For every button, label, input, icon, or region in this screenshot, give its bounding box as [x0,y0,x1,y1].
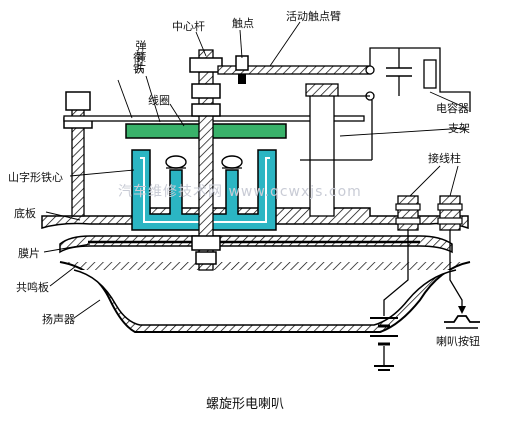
leader-lines [43,21,467,319]
contact [238,74,246,84]
label-armature: 衔铁 [132,52,145,74]
label-horn-button: 喇叭按钮 [436,334,480,348]
watermark: 汽车维修技术网 www.qcwxjs.com [118,183,362,200]
label-speaker: 扬声器 [42,312,75,326]
label-contact: 触点 [232,16,254,30]
label-capacitor: 电容器 [436,101,469,115]
label-bracket: 支架 [448,122,470,135]
label-base-plate: 底板 [14,206,36,220]
label-resonator: 共鸣板 [16,280,49,294]
label-core: 山字形铁心 [8,170,63,184]
capacitor-symbol [365,48,437,101]
label-terminal: 接线柱 [428,151,461,165]
figure-caption: 螺旋形电喇叭 [206,397,284,412]
label-diaphragm: 膜片 [18,247,40,260]
battery-symbol [370,317,398,371]
coil [165,155,243,169]
label-movable-contact-arm: 活动触点臂 [286,9,341,23]
label-center-rod: 中心杆 [172,19,205,33]
label-coil: 线圈 [148,93,170,107]
horn-button-symbol [444,315,480,329]
bracket-wire [369,47,471,112]
resonator-plate [59,235,453,254]
terminals [395,195,463,231]
